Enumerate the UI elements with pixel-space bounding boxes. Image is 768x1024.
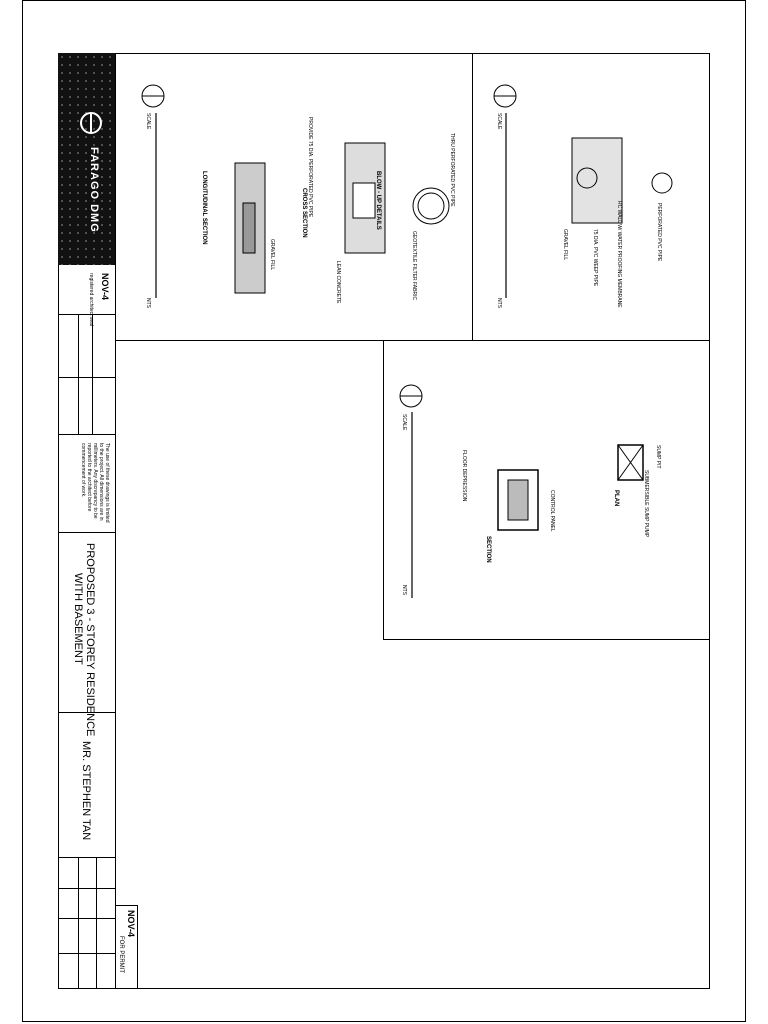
panel1-nts-label: NTS <box>145 298 151 308</box>
panel1-note1: THRU PERFORATED PVC PIPE <box>449 133 455 207</box>
panel2-drawing <box>493 84 673 298</box>
panel3-note4: FLOOR DEPRESSION <box>461 450 467 502</box>
panel3-drawing <box>399 384 644 598</box>
panel3-note1: SUMP PIT <box>655 445 661 469</box>
panel3-plan-label: PLAN <box>613 490 619 507</box>
detail-panel-2: SCALE NTS RC WALL W/ WATER PROOFING MEMB… <box>472 53 710 340</box>
panel2-scale-label: SCALE <box>496 113 502 130</box>
panel3-note3: CONTROL PANEL <box>549 490 555 532</box>
notes-text: The use of these drawings is limited to … <box>80 443 110 523</box>
client-box: MR. STEPHEN TAN <box>58 713 115 858</box>
panel1-longitudinal-label: LONGITUDINAL SECTION <box>201 171 207 245</box>
detail-panel-1: SCALE NTS BLOW - UP DETAILS CROSS SECTIO… <box>115 53 472 340</box>
project-title-line2: WITH BASEMENT <box>72 573 84 665</box>
status-label: FOR PERMIT <box>118 936 124 973</box>
panel2-note4: GRAVEL FILL <box>562 229 568 261</box>
panel2-note1: RC WALL W/ WATER PROOFING MEMBRANE <box>616 201 622 308</box>
panel1-note5: GRAVEL FILL <box>269 239 275 271</box>
panel2-note3: PERFORATED PVC PIPE <box>656 203 662 262</box>
sheet-info-table <box>58 858 115 989</box>
panel-divider-v <box>472 53 473 340</box>
panel3-note2: SUBMERSIBLE SUMP PUMP <box>643 470 649 538</box>
panel3-nts-label: NTS <box>401 585 407 595</box>
revision-table <box>58 315 115 435</box>
notes-box: The use of these drawings is limited to … <box>58 435 115 533</box>
panel1-blowup-label: BLOW - UP DETAILS <box>375 171 381 230</box>
panel1-note4: LEAN CONCRETE <box>335 261 341 304</box>
firm-name: FARAGO DMG <box>88 147 100 233</box>
panel1-scale-label: SCALE <box>145 113 151 130</box>
drawing-sheet <box>22 0 746 1022</box>
stamp-label: NOV-4 <box>100 273 110 301</box>
project-title-line1: PROPOSED 3 - STOREY RESIDENCE <box>84 543 96 737</box>
panel1-drawing <box>141 84 450 298</box>
status-box: NOV-4 FOR PERMIT <box>115 905 138 989</box>
panel3-section-label: SECTION <box>485 536 491 563</box>
stamp-area: NOV-4 registered architect seal <box>58 265 115 326</box>
detail-panel-3 <box>383 340 710 640</box>
project-title-box: PROPOSED 3 - STOREY RESIDENCE WITH BASEM… <box>58 533 115 736</box>
panel2-note2: 75 DIA. PVC WEEP PIPE <box>592 229 598 287</box>
client-name: MR. STEPHEN TAN <box>80 741 92 841</box>
firm-logo-icon <box>80 112 102 134</box>
detail-panel-3-content: SCALE NTS SUMP PIT SUBMERSIBLE SUMP PUMP… <box>383 340 710 640</box>
titleblock-divider <box>115 53 116 989</box>
status-code: NOV-4 <box>126 910 136 938</box>
firm-logo-block: FARAGO DMG <box>58 53 115 265</box>
panel3-scale-label: SCALE <box>401 414 407 431</box>
panel1-note2: GEOTEXTILE FILTER FABRIC <box>411 231 417 301</box>
panel2-nts-label: NTS <box>496 298 502 308</box>
panel1-note3: PROVIDE 75 DIA. PERFORATED PVC PIPE <box>307 117 313 218</box>
